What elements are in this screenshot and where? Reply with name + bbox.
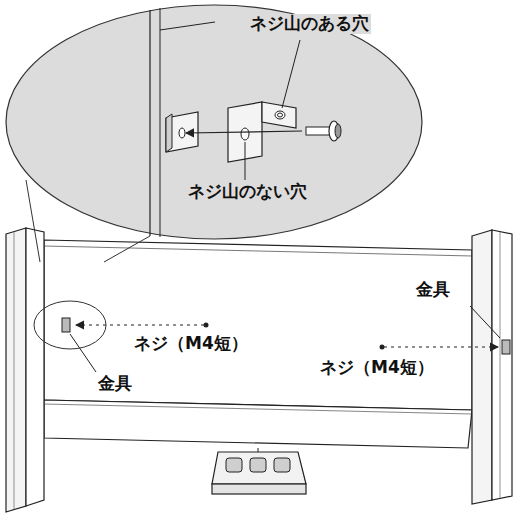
zoom-source — [34, 301, 106, 349]
fixed-bracket — [166, 112, 198, 152]
part-label: ネジ（M4短） — [318, 358, 436, 378]
screw-arrow — [76, 324, 204, 325]
part-label: 金具 — [96, 374, 134, 394]
screw — [306, 121, 341, 141]
back-board — [44, 240, 472, 410]
right-leg — [472, 230, 512, 504]
leader-line — [470, 306, 500, 338]
leader-line — [70, 334, 96, 372]
screw-arrow — [384, 346, 498, 347]
insert-arrow — [186, 131, 302, 133]
front-panel — [44, 400, 472, 448]
part-label: 金具 — [414, 280, 452, 300]
part-label: ネジ山のない穴 — [186, 182, 309, 202]
leader-line — [245, 142, 246, 180]
left-leg — [6, 228, 44, 512]
bracket — [62, 318, 70, 332]
leg-edge — [150, 8, 215, 237]
part-label: ネジ山のある穴 — [248, 14, 371, 34]
bracket — [502, 340, 510, 354]
leader-line — [282, 40, 300, 108]
part-label: ネジ（M4短） — [132, 334, 250, 354]
zoom-callout — [6, 5, 422, 239]
pedal-box — [212, 448, 306, 494]
